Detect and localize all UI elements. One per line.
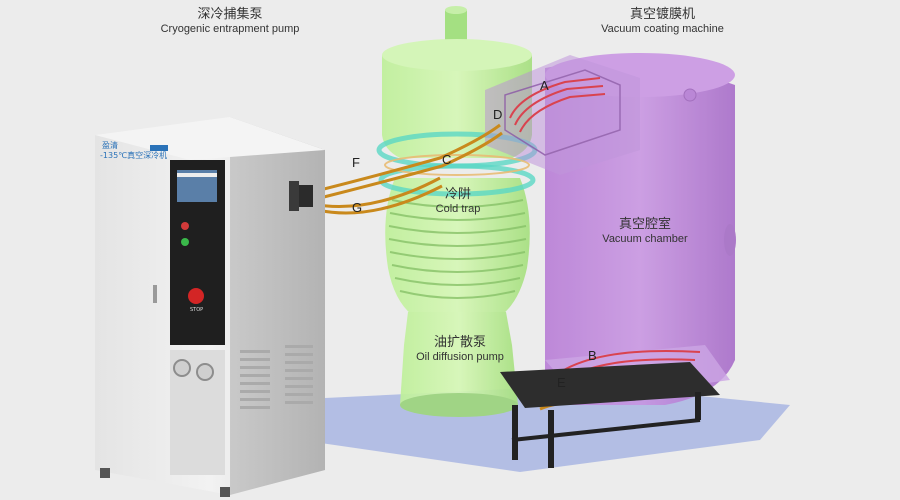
support-stand (500, 362, 720, 468)
oil-diffusion-pump-label-zh: 油扩散泵 (433, 335, 486, 350)
cabinet-model-label: -135℃真空深冷机 (100, 151, 168, 160)
cabinet-stop-label: STOP (190, 307, 204, 313)
vacuum-coating-machine-label-en: Vacuum coating machine (601, 22, 724, 35)
point-label-g: G (352, 200, 363, 215)
point-label-e: E (557, 375, 566, 390)
vacuum-coating-machine-label-zh: 真空镀膜机 (629, 7, 695, 22)
point-label-f: F (352, 155, 360, 170)
copper-lines (311, 123, 579, 411)
point-label-d: D (493, 107, 503, 122)
oil-diffusion-pump-label-en: Oil diffusion pump (416, 350, 504, 363)
oil-diffusion-pump-label: 油扩散泵 Oil diffusion pump (395, 335, 525, 364)
vacuum-chamber-label: 真空腔室 Vacuum chamber (585, 217, 705, 246)
point-label-c: C (442, 152, 452, 167)
cabinet-brand-label: 盈清 (102, 141, 118, 150)
vacuum-coating-machine-label: 真空镀膜机 Vacuum coating machine (575, 7, 750, 36)
vacuum-chamber-label-zh: 真空腔室 (618, 217, 671, 232)
cold-trap-label: 冷阱 Cold trap (420, 187, 496, 216)
point-label-a: A (540, 78, 549, 93)
cold-trap-label-en: Cold trap (435, 202, 481, 215)
oil-diffusion-pump (376, 6, 538, 417)
vacuum-chamber-label-en: Vacuum chamber (602, 232, 688, 245)
cryogenic-pump-cabinet (95, 117, 325, 497)
cold-trap-label-zh: 冷阱 (444, 187, 471, 202)
cryogenic-pump-label: 深冷捕集泵 Cryogenic entrapment pump (140, 7, 320, 36)
cryogenic-pump-label-en: Cryogenic entrapment pump (160, 22, 300, 35)
coil-a (509, 77, 606, 133)
point-label-b: B (588, 348, 597, 363)
cryogenic-pump-label-zh: 深冷捕集泵 (197, 7, 263, 22)
